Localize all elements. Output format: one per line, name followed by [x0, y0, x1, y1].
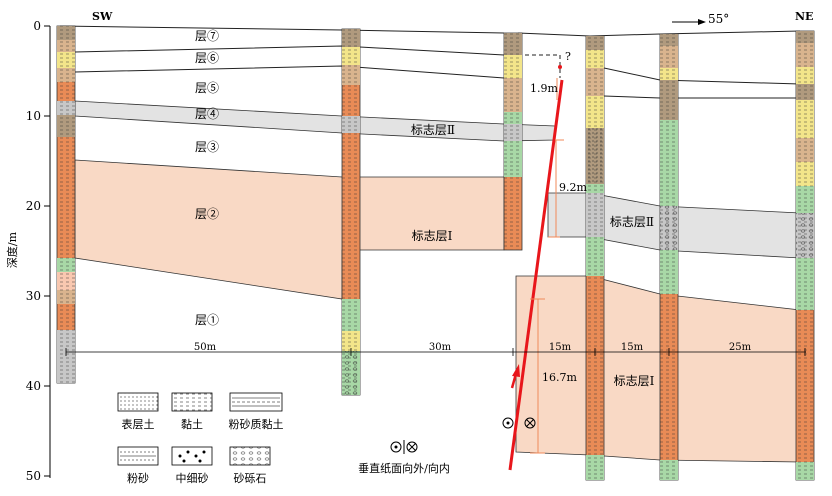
strike-angle: 55° [708, 12, 729, 26]
distance-label: 50m [194, 342, 217, 353]
depth-tick-label: 20 [26, 199, 41, 213]
layer-label-6: 层⑥ [195, 51, 219, 65]
depth-tick-label: 30 [26, 289, 41, 303]
strike-arrow-head [698, 19, 706, 25]
borehole-2 [341, 28, 361, 396]
depth-axis [44, 25, 51, 478]
fault-question-mark: ? [565, 50, 571, 63]
orientation-sw: SW [92, 10, 113, 23]
borehole-6 [795, 30, 815, 481]
marker-layer-2-label: 标志层Ⅱ [610, 215, 654, 229]
legend-label: 中细砂 [176, 472, 209, 485]
offset-label: 16.7m [542, 371, 577, 384]
depth-axis-label: 深度/m [5, 231, 19, 268]
depth-tick-label: 10 [26, 109, 41, 123]
borehole-5 [659, 33, 679, 481]
offset-label: 9.2m [559, 181, 587, 194]
legend-direction-symbol [390, 440, 418, 454]
legend-label: 粉砂 [127, 472, 149, 485]
distance-label: 30m [429, 342, 452, 353]
layer-label-7: 层⑦ [195, 29, 219, 43]
legend-label: 砂砾石 [234, 472, 267, 485]
depth-tick-label: 0 [33, 19, 41, 33]
legend-label: 粉砂质黏土 [229, 417, 284, 431]
marker-layer-1-right [515, 275, 801, 463]
distance-label: 15m [621, 342, 644, 353]
legend-direction-label: 垂直纸面向外/向内 [358, 461, 450, 475]
distance-label: 15m [549, 342, 572, 353]
layer-label-5: 层⑤ [195, 81, 219, 95]
into-page-symbol [524, 417, 536, 429]
marker-layer-1-label: 标志层Ⅰ [614, 374, 655, 388]
layer-boundaries [59, 25, 801, 99]
borehole-3 [503, 32, 523, 251]
marker-layer-1-label: 标志层Ⅰ [412, 229, 453, 243]
out-of-page-symbol [502, 417, 514, 429]
marker-layer-2-left [74, 100, 556, 142]
depth-tick-label: 50 [26, 469, 41, 483]
lithology-legend [117, 392, 283, 466]
layer-label-2: 层② [195, 207, 219, 221]
layer-label-1: 层① [195, 313, 219, 327]
marker-layer-1-left [74, 159, 505, 300]
layer-label-3: 层③ [195, 140, 219, 154]
layer-label-4: 层④ [195, 107, 219, 121]
fault-arrow-head [512, 364, 520, 377]
legend-label: 黏土 [181, 417, 203, 431]
offset-label: 1.9m [530, 82, 558, 95]
marker-layer-2-label: 标志层Ⅱ [411, 123, 455, 137]
fault-line [508, 79, 564, 471]
depth-tick-label: 40 [26, 379, 41, 393]
fault-top-marker [558, 65, 562, 69]
offset-brackets [530, 78, 564, 454]
borehole-1 [56, 25, 76, 384]
orientation-ne: NE [795, 10, 813, 23]
legend-label: 表层土 [122, 417, 155, 431]
distance-scale [65, 348, 806, 356]
borehole-4 [585, 35, 605, 481]
distance-label: 25m [729, 342, 752, 353]
fault-offset-guide [504, 54, 561, 78]
